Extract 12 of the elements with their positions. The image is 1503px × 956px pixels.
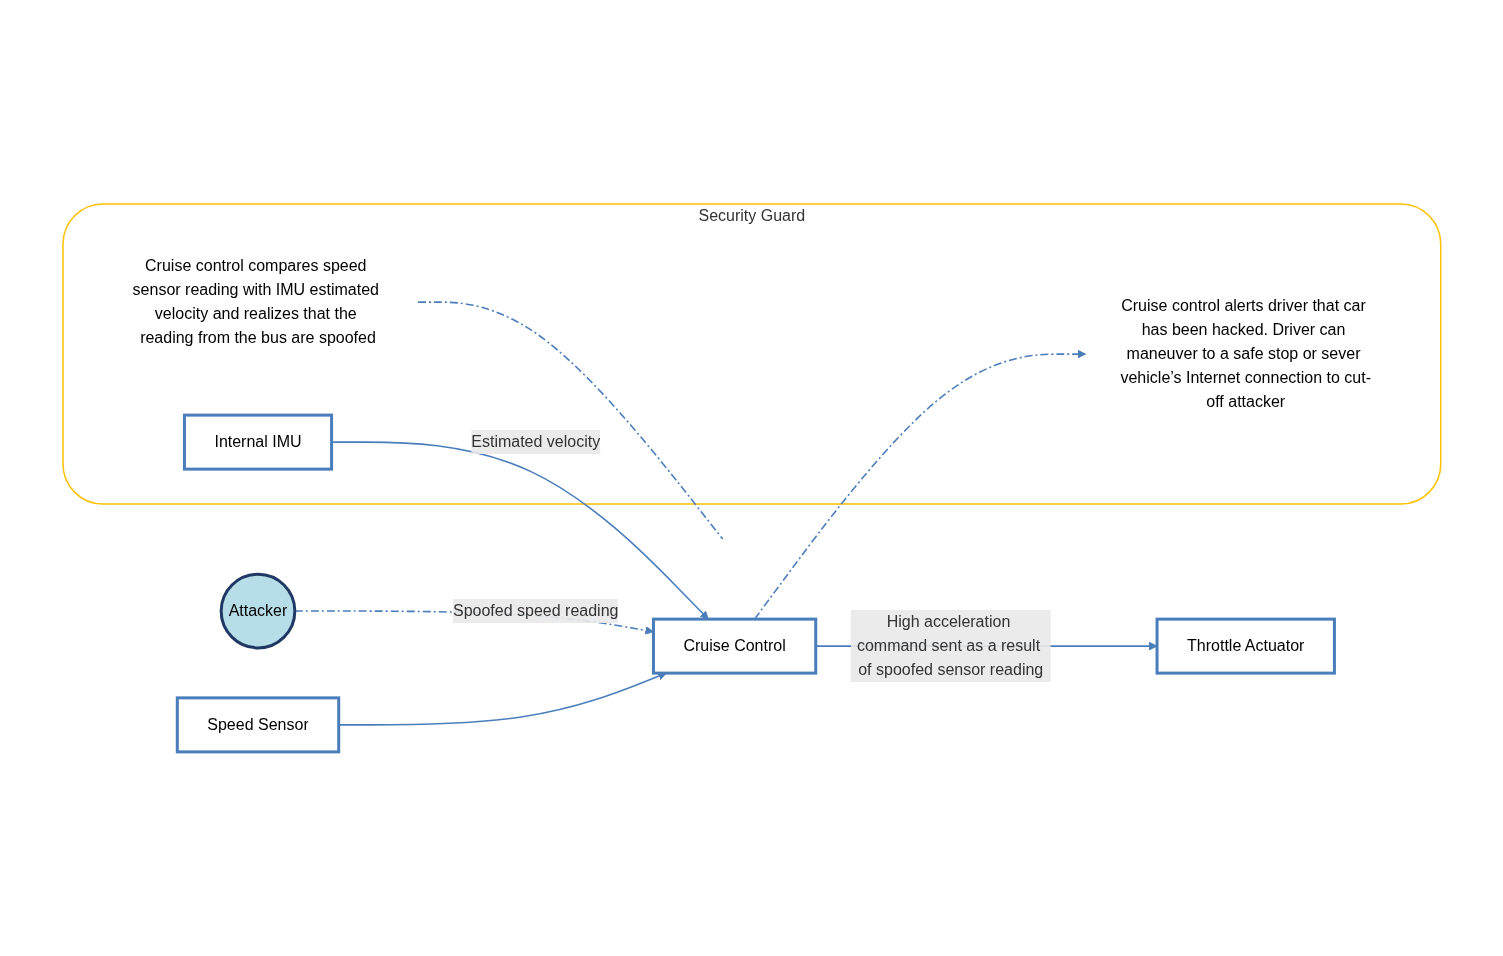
edge-label: Spoofed speed reading [452,602,619,620]
node-circle: Attacker [219,572,296,650]
node-text: Cruise control compares speed sensor reading with IMU estimated velocity and realizes that the reading from the bus are spoofed [132,257,379,347]
edge-label: Estimated velocity [470,433,600,451]
node-text: Cruise control alerts driver that car has been hacked. Driver can maneuver to a safe stop or sever vehicle’s Internet connection to cut-off attacker [1120,297,1371,411]
leader-line [416,301,724,540]
dashed-arrow [753,349,1086,620]
node-box: Internal IMU [182,413,333,471]
node-box: Speed Sensor [175,696,340,754]
node-box: Cruise Control [651,617,817,675]
node-box: Throttle Actuator [1155,617,1336,675]
edge-label: High acceleration command sent as a result of spoofed sensor reading [856,613,1043,679]
